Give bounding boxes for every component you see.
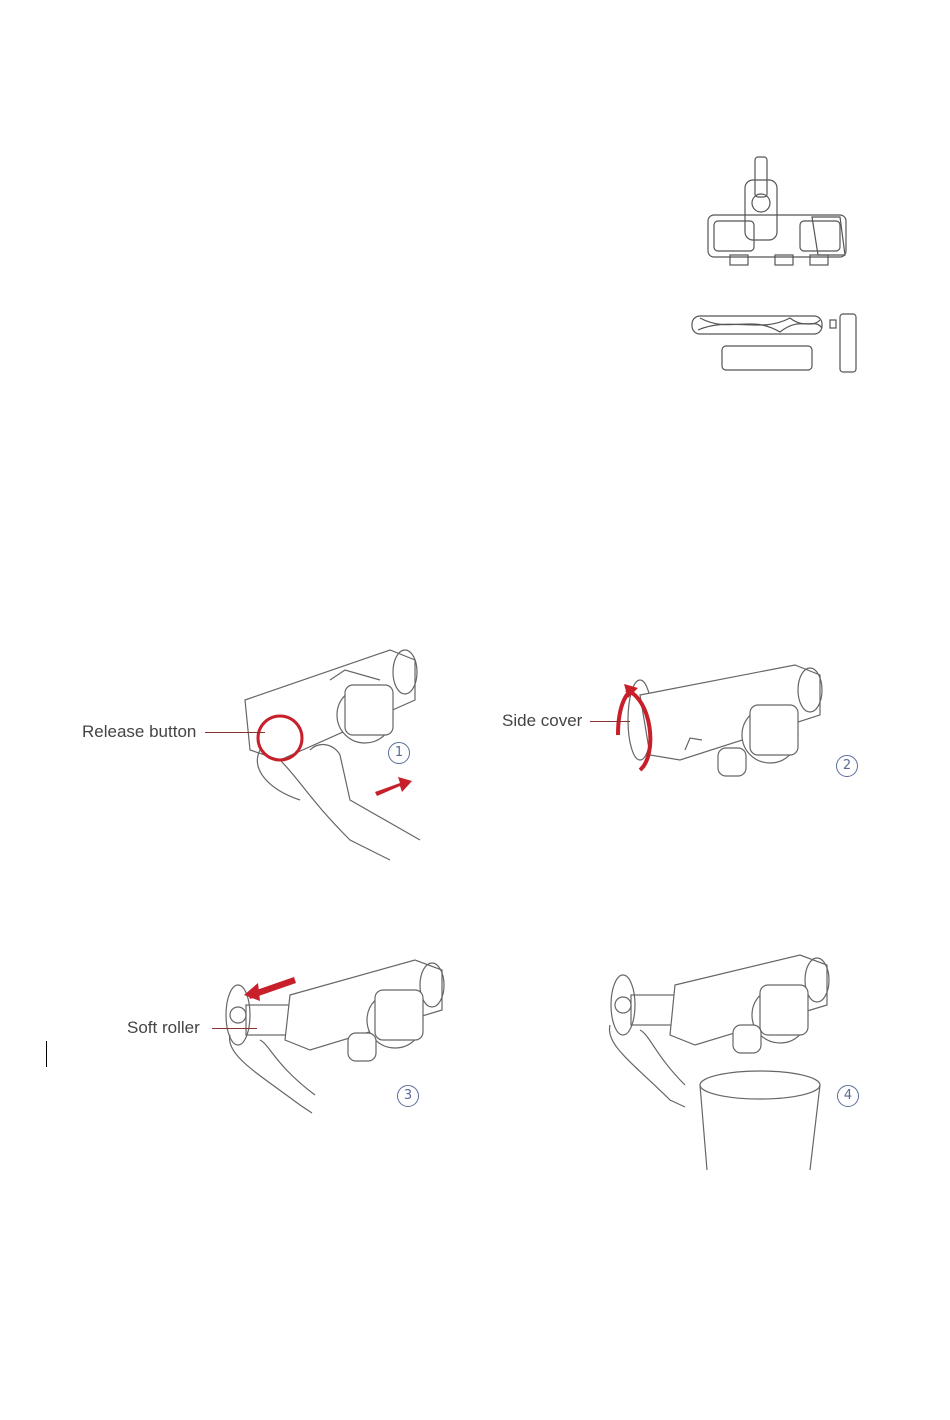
roller-parts-illustration <box>690 310 860 375</box>
brush-head-front-illustration <box>700 155 860 270</box>
side-cover-leader <box>590 721 630 722</box>
step4-number: 4 <box>837 1085 859 1107</box>
margin-marker <box>46 1041 47 1067</box>
step4-illustration <box>605 955 835 1175</box>
step2-number: 2 <box>836 755 858 777</box>
step3-number: 3 <box>397 1085 419 1107</box>
step2-illustration <box>610 660 830 780</box>
soft-roller-label: Soft roller <box>127 1018 200 1038</box>
side-cover-label: Side cover <box>502 711 582 731</box>
step1-illustration <box>240 640 440 860</box>
release-button-leader <box>205 732 265 733</box>
soft-roller-leader <box>212 1028 257 1029</box>
step1-number: 1 <box>388 742 410 764</box>
release-button-label: Release button <box>82 722 196 742</box>
